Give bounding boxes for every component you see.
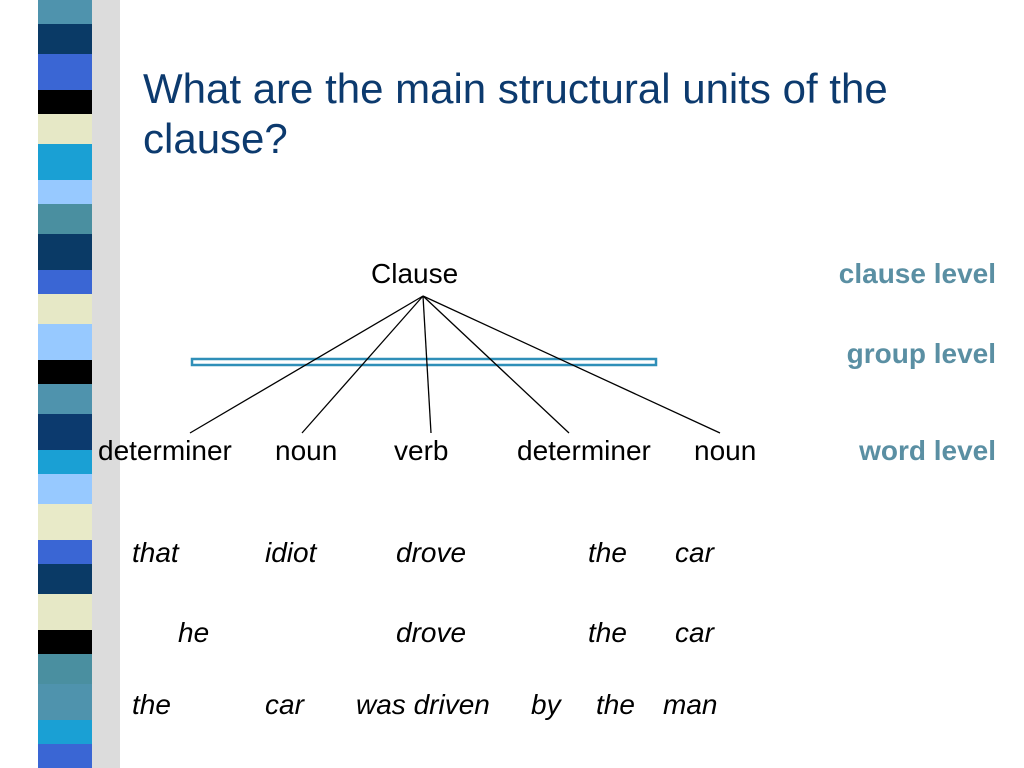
leaf-determiner-1: determiner	[98, 435, 232, 466]
example-3-word: the	[132, 689, 171, 720]
group-level-bar	[190, 357, 658, 367]
example-1-word: drove	[396, 537, 467, 568]
stripe-block	[38, 744, 92, 768]
stripe-block	[38, 360, 92, 384]
stripe-block	[38, 54, 92, 90]
stripe-block	[38, 24, 92, 54]
example-1-word: that	[132, 537, 179, 568]
stripe-block	[38, 204, 92, 234]
stripe-block	[38, 270, 92, 294]
branch-line-5	[422, 295, 721, 434]
stripe-block	[38, 684, 92, 720]
example-1-word: car	[675, 537, 714, 568]
example-1-word: the	[588, 537, 627, 568]
tree-root-label: Clause	[371, 258, 459, 289]
stripe-block	[38, 654, 92, 684]
stripe-block	[38, 474, 92, 504]
stripe-block	[38, 720, 92, 744]
stripe-block	[38, 180, 92, 204]
example-3-word: by	[531, 689, 561, 720]
stripe-block	[38, 540, 92, 564]
stripe-block	[38, 630, 92, 654]
stripe-block	[38, 594, 92, 630]
example-1-word: idiot	[265, 537, 317, 568]
stripe-block	[38, 90, 92, 114]
example-3-word: was driven	[356, 689, 490, 720]
leaf-verb: verb	[394, 435, 449, 466]
example-2-word: car	[675, 617, 714, 648]
word-level-label: word level	[859, 435, 996, 466]
example-3-word: the	[596, 689, 635, 720]
leaf-noun-2: noun	[694, 435, 757, 466]
stripe-block	[38, 0, 92, 24]
example-2-word: the	[588, 617, 627, 648]
leaf-noun-1: noun	[275, 435, 338, 466]
stripe-block	[38, 234, 92, 270]
example-3-word: man	[663, 689, 718, 720]
stripe-block	[38, 294, 92, 324]
example-3-word: car	[265, 689, 304, 720]
group-level-label: group level	[846, 338, 996, 369]
leaf-determiner-2: determiner	[517, 435, 651, 466]
slide-title: What are the main structural units of th…	[143, 65, 888, 162]
branch-line-4	[422, 295, 570, 434]
example-2-word: he	[178, 617, 210, 648]
decorative-stripe-bar	[38, 0, 120, 768]
stripe-block	[38, 144, 92, 180]
branch-line-3	[422, 295, 432, 434]
stripe-block	[38, 564, 92, 594]
clause-level-label: clause level	[838, 258, 996, 289]
stripe-block	[38, 504, 92, 540]
stripe-block	[38, 384, 92, 414]
stripe-block	[38, 324, 92, 360]
example-2-word: drove	[396, 617, 467, 648]
stripe-block	[38, 414, 92, 450]
stripe-block	[38, 450, 92, 474]
branch-line-2	[301, 295, 424, 434]
stripe-block	[38, 114, 92, 144]
branch-line-1	[189, 295, 424, 434]
